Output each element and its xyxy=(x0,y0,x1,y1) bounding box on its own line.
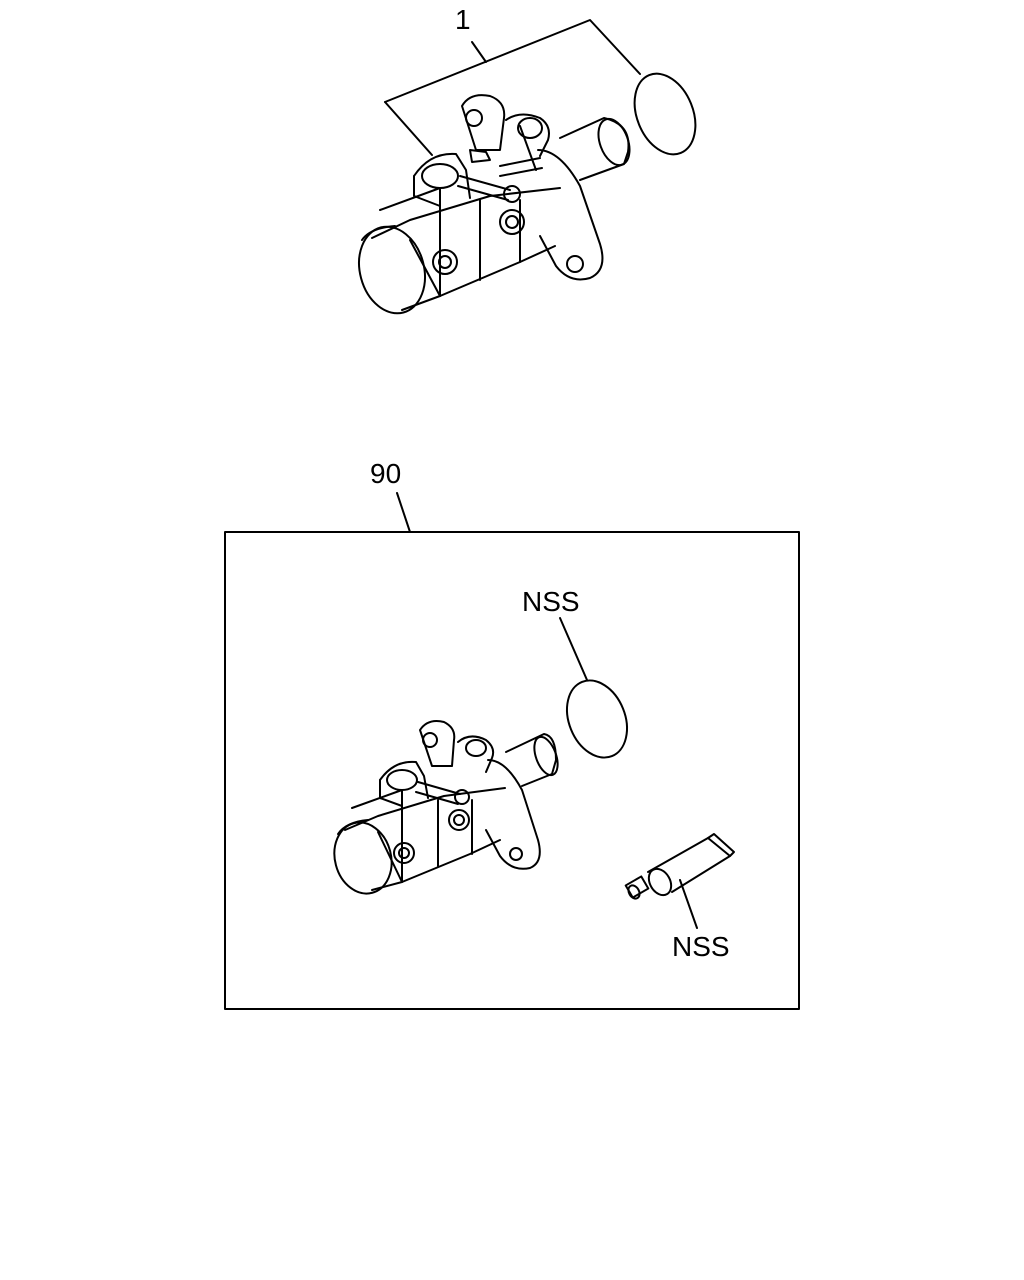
o-ring-seal xyxy=(623,65,706,164)
callout-number-90: 90 xyxy=(370,458,402,489)
master-cylinder-top xyxy=(350,95,636,321)
master-cylinder-kit xyxy=(327,721,563,900)
kit-o-ring-seal xyxy=(556,671,638,766)
callout-90-leader xyxy=(397,493,410,532)
nss-seal-leader xyxy=(560,618,587,680)
nss-grease-leader xyxy=(680,880,697,928)
callout-nss-grease: NSS xyxy=(672,931,730,962)
callout-1-leader xyxy=(385,20,640,155)
grease-tube xyxy=(626,834,734,901)
callout-nss-seal: NSS xyxy=(522,586,580,617)
kit-90-frame xyxy=(225,532,799,1009)
callout-number-1: 1 xyxy=(455,4,471,35)
